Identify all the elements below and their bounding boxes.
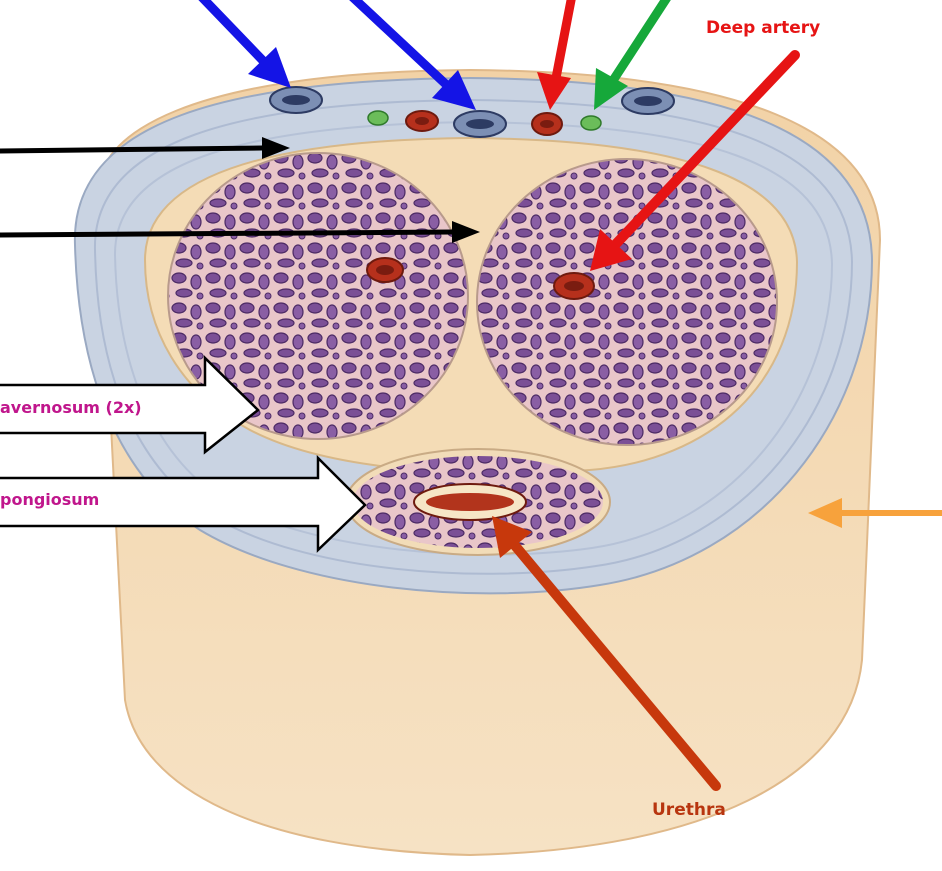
arrow-superficial-dorsal-vein: [195, 0, 291, 88]
deep-artery-right: [554, 273, 594, 299]
deep-artery-label: Deep artery: [706, 18, 820, 38]
corpus-cavernosum-right: [477, 159, 777, 445]
urethra: [414, 484, 526, 520]
urethra-label: Urethra: [652, 800, 726, 820]
deep-artery-left: [367, 258, 403, 282]
corpus-spongiosum-callout-text: pongiosum: [0, 490, 99, 509]
corpus-cavernosum-callout-text: avernosum (2x): [0, 398, 142, 417]
